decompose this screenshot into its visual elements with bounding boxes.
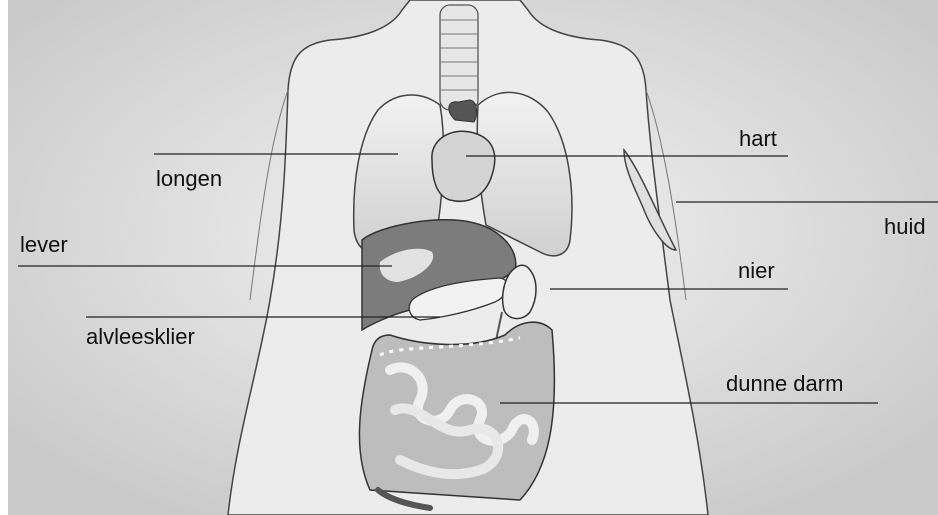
intestines <box>359 322 554 508</box>
label-kidney: nier <box>738 258 775 283</box>
trachea <box>440 5 478 110</box>
label-pancreas: alvleesklier <box>86 324 195 349</box>
label-heart: hart <box>739 126 777 151</box>
label-skin: huid <box>884 214 926 239</box>
label-small-intestine: dunne darm <box>726 371 843 396</box>
label-liver: lever <box>20 232 68 257</box>
label-lungs: longen <box>156 166 222 191</box>
